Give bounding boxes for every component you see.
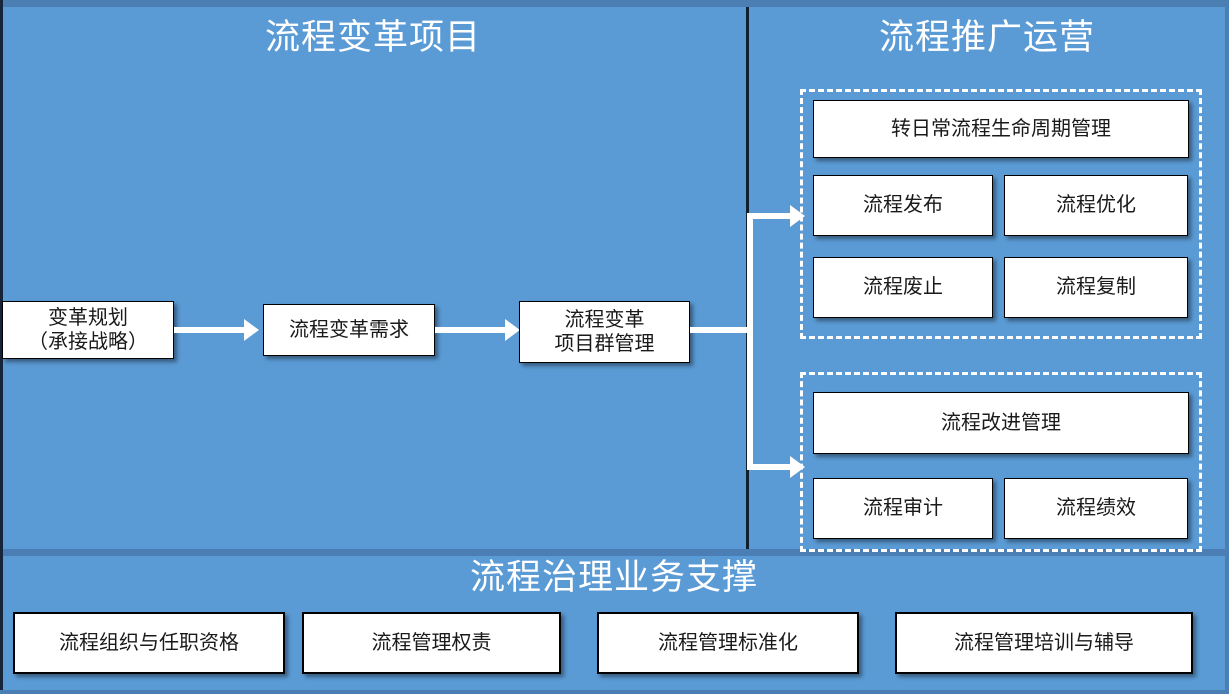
promotion-group-frame [800, 89, 1202, 339]
improvement-node-process-audit[interactable]: 流程审计 [813, 478, 993, 539]
promotion-node-process-replication[interactable]: 流程复制 [1004, 257, 1188, 318]
improvement-group-frame [800, 372, 1202, 552]
promotion-node-lifecycle-management[interactable]: 转日常流程生命周期管理 [813, 100, 1189, 158]
connector-branch-trunk-vertical [747, 213, 753, 470]
connector-branch-to-improvement-group [747, 464, 796, 470]
connector-program-branch-stem [690, 327, 753, 333]
canvas-top-border [0, 0, 1229, 7]
flow-node-change-planning[interactable]: 变革规划 （承接战略） [2, 301, 174, 359]
section-title-governance: 流程治理业务支撑 [469, 558, 758, 597]
improvement-node-process-performance[interactable]: 流程绩效 [1004, 478, 1188, 539]
improvement-node-process-improvement[interactable]: 流程改进管理 [813, 392, 1189, 454]
connector-branch-to-promotion-group [747, 213, 796, 219]
arrowhead-planning-to-demand [244, 319, 259, 341]
governance-node-training-coaching[interactable]: 流程管理培训与辅导 [895, 612, 1193, 674]
promotion-node-process-release[interactable]: 流程发布 [813, 175, 993, 236]
connector-planning-to-demand [174, 327, 246, 333]
governance-node-management-standardization[interactable]: 流程管理标准化 [597, 612, 859, 674]
panel-divider-horizontal [3, 549, 1225, 556]
section-title-change-project: 流程变革项目 [264, 18, 481, 57]
governance-node-management-responsibility[interactable]: 流程管理权责 [302, 612, 561, 674]
connector-demand-to-program [435, 327, 507, 333]
flow-node-change-demand[interactable]: 流程变革需求 [263, 304, 435, 356]
promotion-node-process-optimization[interactable]: 流程优化 [1004, 175, 1188, 236]
arrowhead-demand-to-program [505, 319, 520, 341]
governance-node-organization-qualification[interactable]: 流程组织与任职资格 [13, 612, 285, 674]
promotion-node-process-abolition[interactable]: 流程废止 [813, 257, 993, 318]
canvas-bottom-border [0, 690, 1229, 694]
canvas-right-border [1225, 0, 1229, 694]
canvas-left-border [0, 0, 3, 694]
section-title-promotion: 流程推广运营 [878, 18, 1095, 57]
flow-node-program-management[interactable]: 流程变革 项目群管理 [519, 301, 690, 363]
